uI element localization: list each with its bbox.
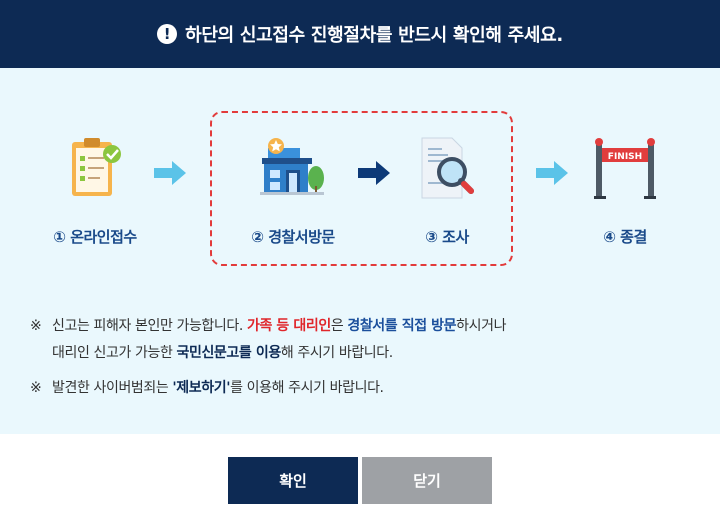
epeople-highlight: 국민신문고를 이용 — [176, 345, 281, 361]
exclamation-circle-icon: ! — [157, 24, 178, 44]
dialog-title: 하단의 신고접수 진행절차를 반드시 확인해 주세요. — [185, 25, 563, 46]
dialog-header: ! 하단의 신고접수 진행절차를 반드시 확인해 주세요. — [0, 0, 720, 68]
notice-mark: ※ — [30, 380, 42, 396]
visit-investigation-highlight — [210, 111, 513, 266]
notice-proxy-report: ※신고는 피해자 본인만 가능합니다. 가족 등 대리인은 경찰서를 직접 방문… — [30, 313, 690, 367]
clipboard-check-icon — [72, 138, 121, 196]
arrow-right-icon — [154, 161, 186, 185]
finish-banner: FINISH — [608, 152, 642, 162]
step-closure-label: ④ 종결 — [603, 228, 647, 246]
step-investigation-label: ③ 조사 — [425, 228, 469, 246]
arrow-right-icon — [358, 161, 390, 185]
arrow-right-icon — [536, 161, 568, 185]
finish-line-icon: FINISH — [594, 138, 656, 199]
close-button[interactable]: 닫기 — [362, 457, 492, 504]
tip-off-highlight: '제보하기' — [172, 380, 231, 396]
step-visit-label: ② 경찰서방문 — [251, 228, 335, 246]
step-online-label: ① 온라인접수 — [53, 228, 137, 246]
visit-station-highlight: 경찰서를 직접 방문 — [347, 318, 457, 334]
document-magnifier-icon — [421, 137, 474, 199]
notice-mark: ※ — [30, 318, 42, 334]
notice-tip-off: ※발견한 사이버범죄는 '제보하기'를 이용해 주시기 바랍니다. — [30, 375, 690, 402]
confirm-button[interactable]: 확인 — [228, 457, 358, 504]
proxy-highlight: 가족 등 대리인 — [246, 318, 331, 334]
police-station-icon — [260, 138, 324, 195]
procedure-panel: FINISH ① 온라인접수 ② 경찰서방문 ③ 조사 ④ 종결 ※신고는 피해… — [0, 68, 720, 434]
